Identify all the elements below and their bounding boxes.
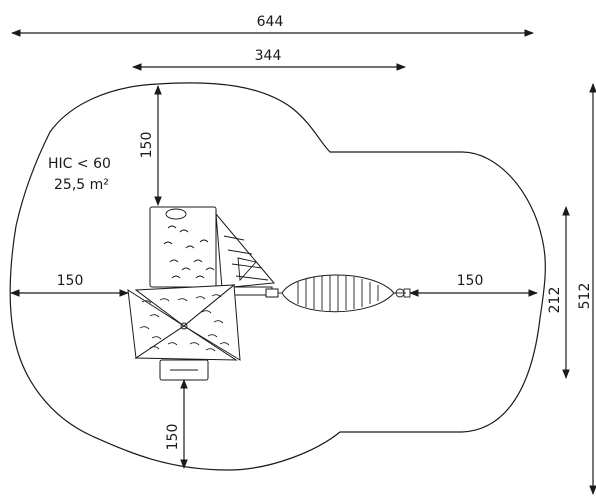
dimension-clearance-top: 150 <box>139 85 162 206</box>
dimension-clearance-left: 150 <box>10 273 129 297</box>
dimension-structure-width: 344 <box>132 48 406 71</box>
climbing-ramp <box>215 212 275 289</box>
dimension-clearance-bottom-label: 150 <box>165 424 181 451</box>
dimension-structure-depth: 212 <box>547 206 570 379</box>
dimension-total-width: 644 <box>11 14 534 37</box>
dimension-structure-width-label: 344 <box>255 48 282 64</box>
dimension-clearance-left-label: 150 <box>57 273 84 289</box>
dimension-structure-depth-label: 212 <box>547 287 563 314</box>
net-tunnel <box>281 274 411 313</box>
dimension-clearance-bottom: 150 <box>165 379 188 469</box>
tower-structure <box>149 206 217 288</box>
connector-bridge <box>227 286 290 298</box>
dimension-total-depth: 512 <box>577 83 596 495</box>
dimension-total-depth-label: 512 <box>577 283 593 310</box>
main-platform <box>127 284 241 361</box>
area-note: 25,5 m² <box>54 177 109 193</box>
safety-zone-outline <box>9 82 546 471</box>
dimension-total-width-label: 644 <box>257 14 284 30</box>
hic-note: HIC < 60 <box>48 156 111 172</box>
dimension-clearance-right-label: 150 <box>457 273 484 289</box>
dimension-clearance-top-label: 150 <box>139 132 155 159</box>
access-step <box>159 359 209 381</box>
dimension-clearance-right: 150 <box>409 273 538 297</box>
